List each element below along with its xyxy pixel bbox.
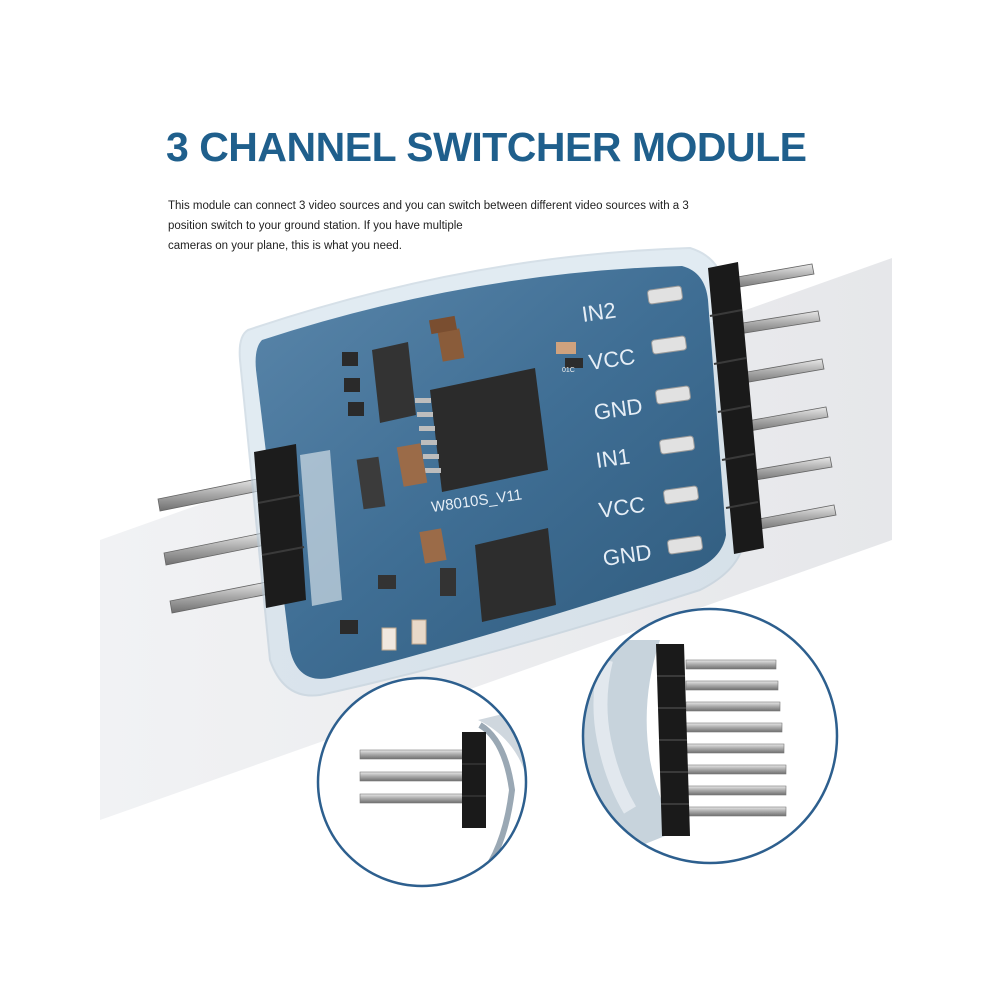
ic-chip-lower bbox=[475, 528, 556, 622]
product-description: This module can connect 3 video sources … bbox=[168, 196, 768, 256]
pin-label-in1: IN1 bbox=[594, 443, 631, 473]
description-line-2: position switch to your ground station. … bbox=[168, 220, 463, 232]
detail-circle-large bbox=[581, 607, 839, 865]
description-line-3: cameras on your plane, this is what you … bbox=[168, 240, 402, 252]
ic-chip-main bbox=[415, 368, 548, 492]
description-line-1: This module can connect 3 video sources … bbox=[168, 200, 689, 212]
right-header-connector bbox=[708, 262, 764, 554]
pcb-pin-labels: IN2 VCC GND IN1 VCC GND bbox=[580, 297, 653, 571]
page-title: 3 CHANNEL SWITCHER MODULE bbox=[166, 124, 807, 170]
right-pin-row bbox=[719, 263, 837, 532]
smd-components bbox=[340, 315, 583, 651]
pin-label-in2: IN2 bbox=[580, 297, 617, 327]
left-header-connector bbox=[254, 444, 342, 608]
regulator-chip bbox=[372, 342, 416, 423]
right-solder-pads bbox=[647, 285, 703, 555]
resistor-code-label: 01C bbox=[562, 367, 575, 374]
detail-circle-small bbox=[316, 676, 528, 888]
